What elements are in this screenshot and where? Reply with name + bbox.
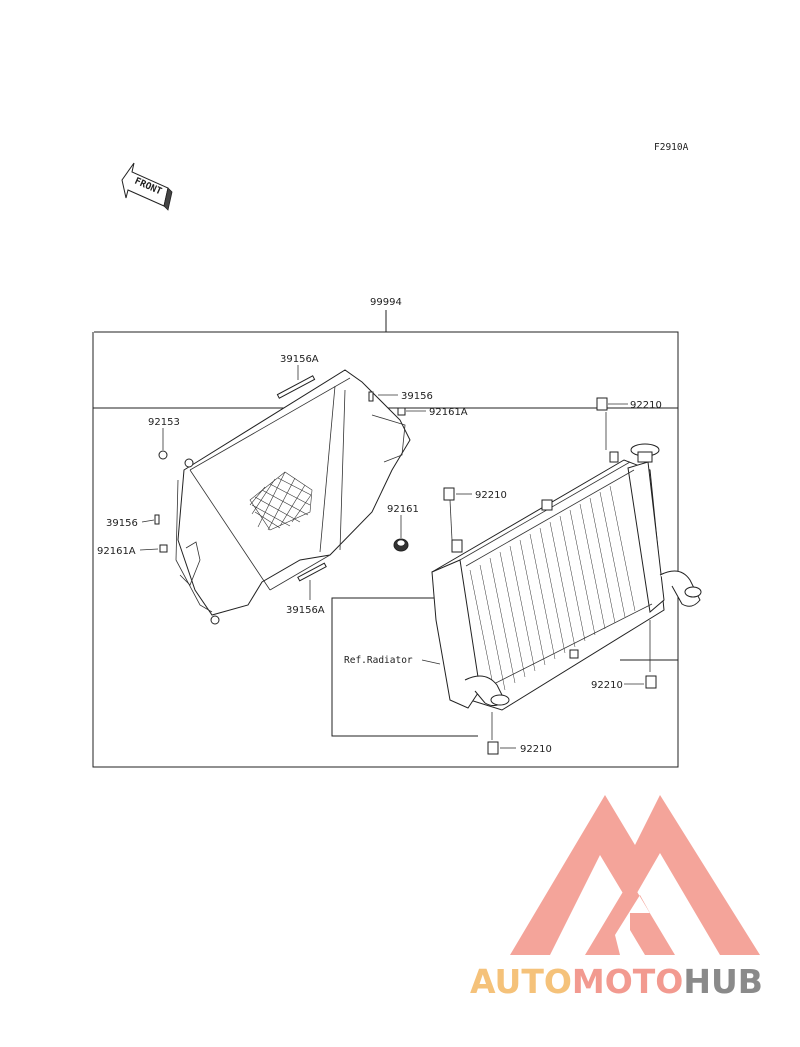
logo-shape: [510, 795, 760, 955]
callout-92210-top-right: 92210: [630, 400, 662, 411]
leader-lines: [139, 365, 651, 749]
assembly-number: 99994: [370, 297, 402, 308]
callout-39156-top: 39156: [401, 391, 433, 402]
strip-39156A-top: [276, 375, 316, 399]
shroud-mesh: [249, 471, 313, 531]
pad-39156-left: [154, 514, 160, 525]
figure-code: F2910A: [654, 142, 689, 153]
callout-92161A-left: 92161A: [97, 546, 136, 557]
callout-92210-bottom-right: 92210: [591, 680, 623, 691]
radiator-shroud: [175, 369, 411, 625]
grommet-92161A-left: [159, 544, 168, 553]
strip-39156A-bottom: [297, 562, 327, 582]
grommet-92161A-top: [397, 407, 406, 416]
bolt-92153: [158, 450, 168, 460]
front-arrow-icon: FRONT: [121, 162, 173, 211]
ref-radiator-label: Ref.Radiator: [344, 655, 413, 666]
watermark-wordmark: AUTOMOTOHUB: [470, 962, 800, 1001]
callout-39156A-top: 39156A: [280, 354, 319, 365]
callout-92153: 92153: [148, 417, 180, 428]
watermark-auto: AUTO: [470, 962, 572, 1001]
callout-92210-mid: 92210: [475, 490, 507, 501]
automotohub-logo-icon: [510, 795, 760, 955]
clip-92210-bottom-right: [645, 675, 657, 689]
clip-92210-bottom: [487, 741, 499, 755]
callout-92161: 92161: [387, 504, 419, 515]
clip-92210-top-right: [596, 397, 608, 411]
callout-92161A-top: 92161A: [429, 407, 468, 418]
callout-39156A-bottom: 39156A: [286, 605, 325, 616]
callout-39156-left: 39156: [106, 518, 138, 529]
callout-92210-bottom: 92210: [520, 744, 552, 755]
watermark-hub: HUB: [683, 962, 763, 1001]
pad-39156-top: [368, 391, 374, 402]
nut-92161: [393, 538, 409, 552]
watermark-moto: MOTO: [571, 962, 684, 1001]
clip-92210-mid: [443, 487, 455, 501]
radiator: [431, 443, 702, 711]
